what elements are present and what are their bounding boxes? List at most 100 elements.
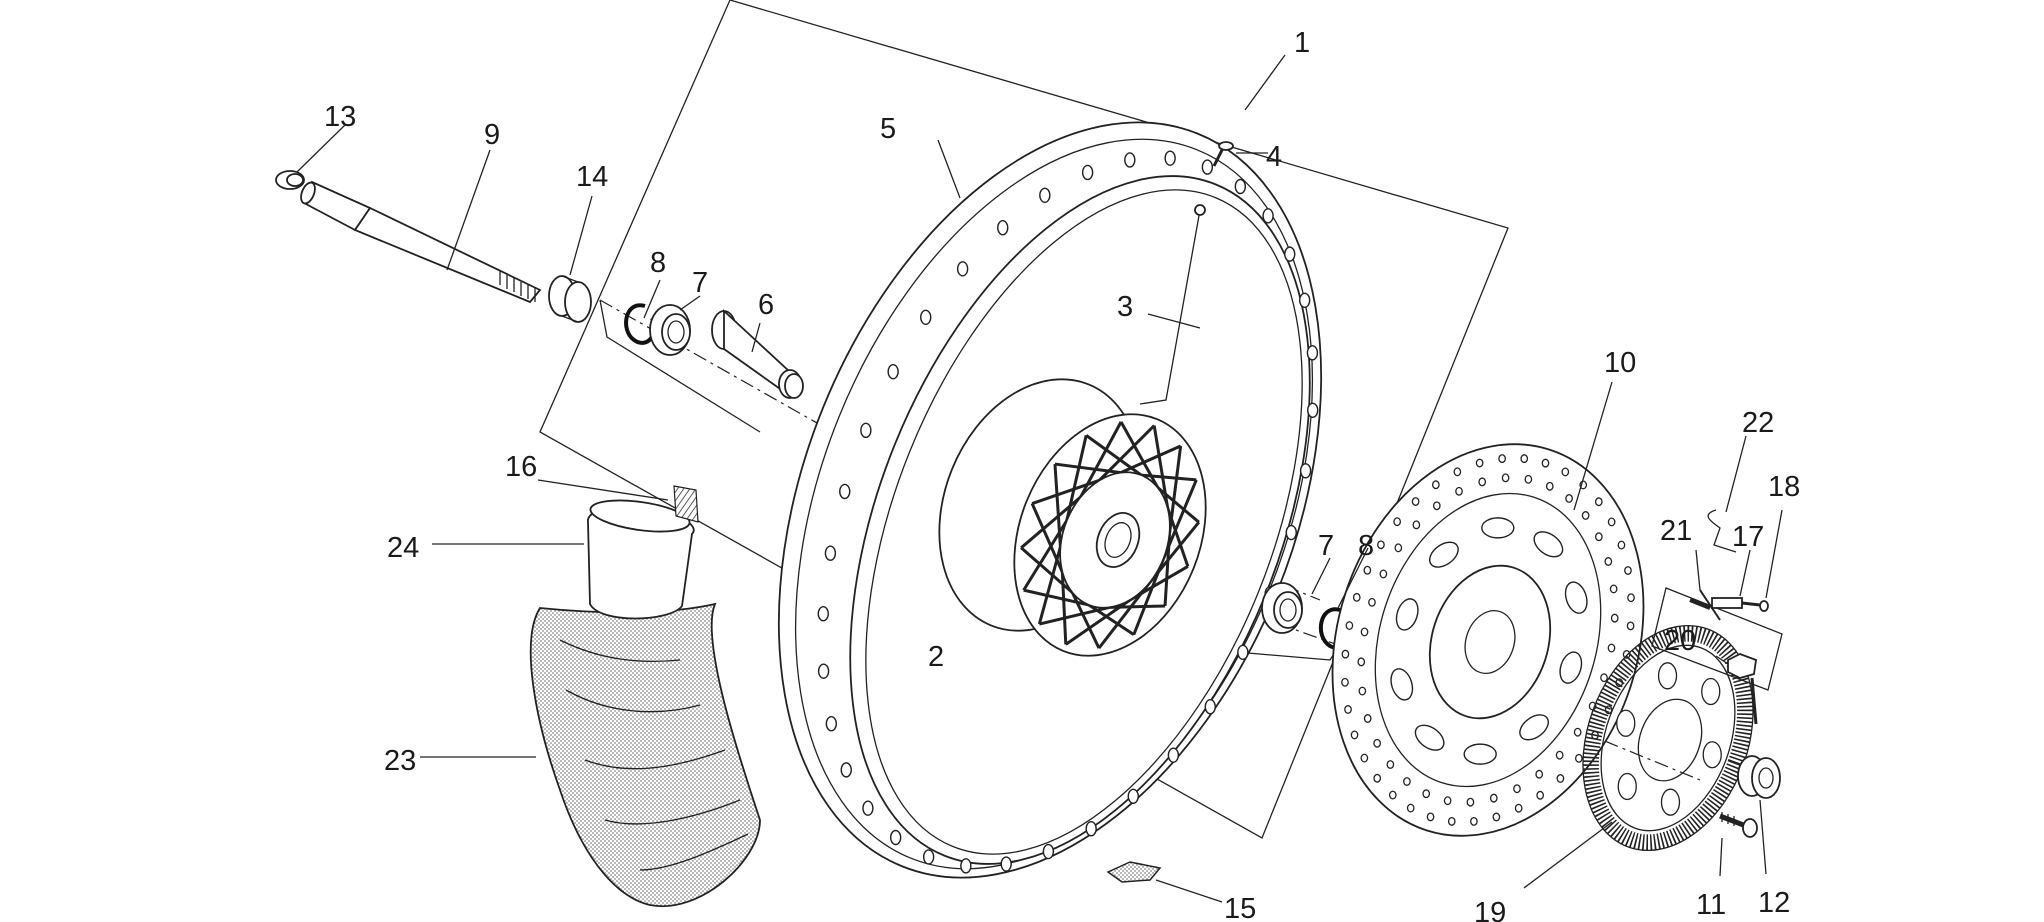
rim-hole bbox=[920, 309, 932, 325]
disc-hole bbox=[1406, 803, 1415, 813]
disc-hole bbox=[1373, 773, 1382, 783]
tone-ring-hole bbox=[1657, 662, 1678, 690]
valve bbox=[1212, 141, 1234, 167]
disc-hole bbox=[1617, 540, 1626, 550]
disc-hole bbox=[1535, 769, 1544, 779]
hub-spoke bbox=[1097, 581, 1151, 650]
disc-hole bbox=[1609, 584, 1618, 594]
rim-hole bbox=[825, 716, 838, 732]
callout-4: 4 bbox=[1266, 141, 1282, 173]
hub bbox=[938, 378, 1207, 657]
callout-5: 5 bbox=[880, 113, 896, 145]
rim-hole bbox=[1085, 821, 1097, 837]
tone-ring-hole bbox=[1616, 709, 1636, 737]
callout-19: 19 bbox=[1474, 897, 1506, 922]
disc-slot bbox=[1414, 724, 1445, 751]
disc-hole bbox=[1411, 497, 1420, 506]
disc-hole bbox=[1626, 621, 1635, 631]
rim-spoke-holes bbox=[817, 150, 1319, 874]
disc-hole bbox=[1520, 454, 1529, 464]
rim-hole bbox=[1299, 463, 1312, 479]
disc-hole bbox=[1466, 797, 1475, 807]
hub-spoke bbox=[1030, 502, 1064, 573]
disc-hole bbox=[1470, 816, 1478, 826]
callout-11: 11 bbox=[1696, 889, 1726, 921]
disc-slot bbox=[1533, 531, 1564, 558]
bearing bbox=[649, 304, 691, 356]
disc-slot bbox=[1559, 651, 1583, 684]
leader-lines bbox=[296, 54, 1783, 903]
callout-13: 13 bbox=[324, 101, 356, 133]
disc-hole bbox=[1360, 753, 1369, 763]
disc-hole bbox=[1341, 649, 1350, 659]
disc-hole bbox=[1514, 803, 1523, 813]
rim-tape bbox=[673, 485, 699, 523]
callout-14: 14 bbox=[576, 161, 608, 193]
hub-spoke bbox=[1098, 424, 1156, 482]
hub-spoke bbox=[1023, 588, 1090, 607]
rim-hole bbox=[824, 545, 837, 561]
rim-hole bbox=[887, 363, 899, 380]
hub-spoke bbox=[1020, 546, 1074, 594]
disc-hole bbox=[1581, 511, 1590, 520]
disc-hole bbox=[1545, 481, 1554, 491]
disc-hole bbox=[1363, 714, 1372, 723]
rim-hole bbox=[1306, 345, 1319, 361]
nut bbox=[275, 170, 305, 190]
callout-7-right: 7 bbox=[1318, 530, 1334, 562]
callout-8: 8 bbox=[650, 247, 666, 279]
disc-slot bbox=[1428, 541, 1459, 568]
disc-hole bbox=[1373, 738, 1381, 748]
callout-labels: 1 2 3 4 5 6 7 8 9 10 11 12 13 14 15 16 1… bbox=[324, 27, 1800, 922]
rim-hole bbox=[889, 829, 902, 846]
rim-hole bbox=[1234, 178, 1247, 195]
callout-17: 17 bbox=[1732, 521, 1764, 553]
rim-hole bbox=[1237, 644, 1249, 661]
disc-hole bbox=[1501, 473, 1510, 483]
disc-hole bbox=[1443, 796, 1452, 806]
spacer bbox=[711, 308, 804, 399]
bearing bbox=[1261, 582, 1303, 634]
callout-21: 21 bbox=[1660, 515, 1692, 547]
hub-spoke bbox=[1039, 605, 1110, 626]
disc-hole bbox=[1386, 760, 1395, 769]
callout-15: 15 bbox=[1224, 893, 1256, 922]
disc-hole bbox=[1341, 677, 1349, 687]
disc-hole bbox=[1555, 750, 1564, 760]
disc-hole bbox=[1379, 569, 1388, 579]
disc-hole bbox=[1377, 540, 1385, 550]
disc-hole bbox=[1394, 543, 1403, 553]
rim-hole bbox=[1298, 292, 1311, 308]
disc-hole bbox=[1403, 777, 1411, 786]
hub-spoke bbox=[1168, 445, 1183, 534]
callout-16: 16 bbox=[505, 451, 537, 483]
rim-hole bbox=[956, 261, 969, 277]
disc-hole bbox=[1607, 517, 1616, 527]
disc-slot bbox=[1564, 581, 1588, 614]
hub-spoke bbox=[1053, 463, 1062, 547]
disc-hole bbox=[1357, 657, 1366, 667]
rim-hole bbox=[1201, 159, 1214, 175]
disc-hole bbox=[1541, 458, 1550, 468]
disc-hole bbox=[1352, 592, 1361, 602]
disc-hole bbox=[1368, 597, 1376, 607]
disc-hole bbox=[1363, 565, 1372, 575]
rim-hole bbox=[840, 762, 852, 778]
disc-hole bbox=[1604, 557, 1613, 566]
wheel-spacer bbox=[1737, 755, 1781, 799]
brake-disc bbox=[1331, 443, 1645, 837]
disc-hole bbox=[1478, 477, 1487, 487]
disc-hole bbox=[1432, 501, 1441, 511]
rim-hole bbox=[960, 858, 972, 874]
callout-23: 23 bbox=[384, 745, 416, 777]
callout-1: 1 bbox=[1294, 27, 1310, 59]
callout-10: 10 bbox=[1604, 347, 1636, 379]
disc-hole bbox=[1360, 627, 1369, 637]
disc-slot bbox=[1519, 714, 1550, 741]
disc-hole bbox=[1447, 816, 1456, 826]
hub-spoke bbox=[1065, 435, 1088, 521]
disc-hole bbox=[1455, 486, 1463, 496]
disc-slot bbox=[1463, 743, 1497, 765]
disc-hole bbox=[1627, 593, 1635, 603]
